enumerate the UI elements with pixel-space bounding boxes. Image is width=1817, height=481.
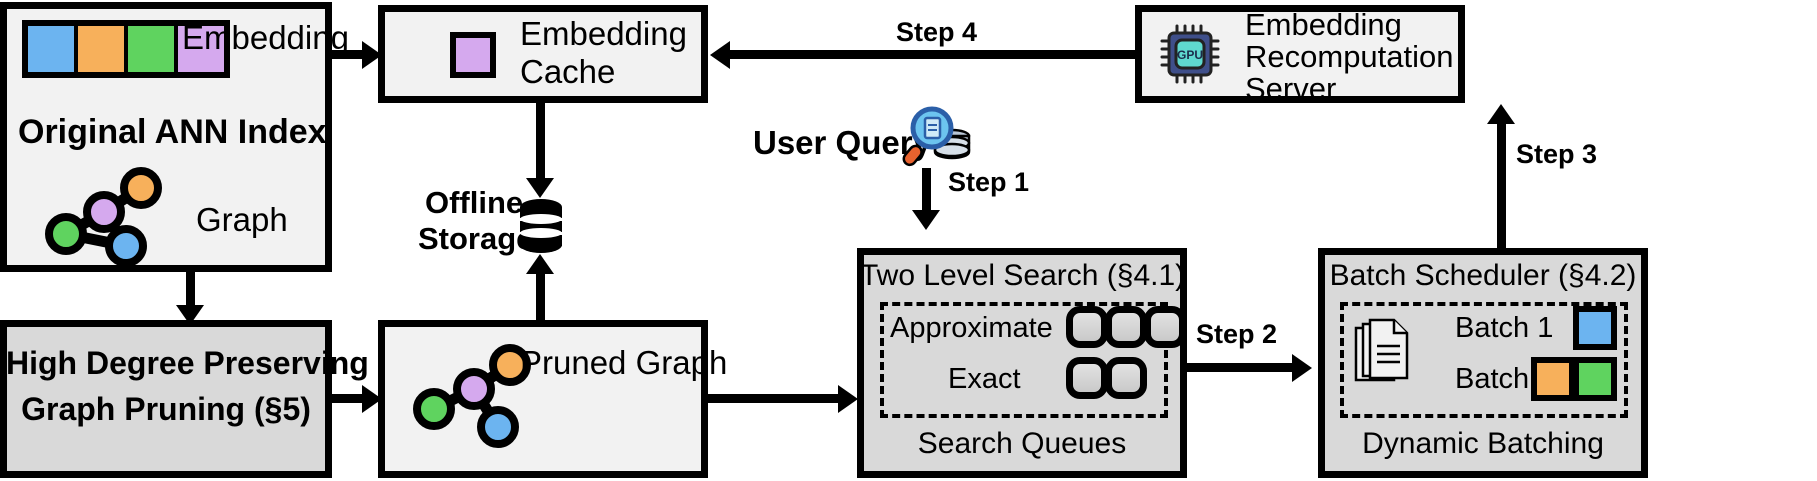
- step-3-label: Step 3: [1516, 139, 1598, 169]
- graph-pruning-box: [0, 320, 332, 478]
- arrow-step4-head: [710, 41, 730, 69]
- batch-2-swatch-orange: [1531, 357, 1575, 401]
- exact-queue-slot-1: [1066, 357, 1108, 399]
- dynamic-batching-footer: Dynamic Batching: [1362, 427, 1604, 460]
- arrow-step1-head: [912, 210, 940, 230]
- two-level-search-box: [857, 248, 1187, 478]
- arrow-step2-head: [1292, 354, 1312, 382]
- arrow-step4-line: [730, 50, 1135, 59]
- embedding-strip: [22, 20, 230, 78]
- arrow-step1-line: [922, 168, 931, 214]
- dynamic-batching-dashed-region: [1340, 302, 1628, 418]
- recomputation-server-title-line3: Server: [1245, 71, 1337, 106]
- arrow-pruning-to-pruned-head: [362, 385, 382, 413]
- graph-pruning-title-line1: High Degree Preserving: [6, 345, 369, 381]
- magnifier-database-icon: [902, 106, 971, 167]
- search-queues-footer: Search Queues: [917, 427, 1127, 460]
- arrow-step2-line: [1187, 363, 1297, 372]
- step-2-label: Step 2: [1196, 319, 1278, 349]
- arrow-pruned-to-search-head: [838, 385, 858, 413]
- embedding-cell-blue: [28, 26, 78, 72]
- svg-text:GPU: GPU: [1177, 48, 1203, 62]
- embedding-label: Embedding: [182, 19, 349, 56]
- embedding-cache-title-line1: Embedding: [520, 15, 687, 52]
- approximate-queue-slot-1: [1066, 306, 1108, 348]
- exact-row-label: Exact: [948, 363, 1021, 395]
- embedding-cache-box: [378, 5, 708, 103]
- embedding-cell-green: [128, 26, 178, 72]
- embedding-cache-title-line2: Cache: [520, 53, 616, 90]
- graph-label: Graph: [196, 201, 288, 238]
- batch-scheduler-title: Batch Scheduler (§4.2): [1329, 259, 1637, 292]
- arrow-pruning-to-pruned-line: [332, 394, 368, 403]
- offline-storage-label-line2: Storage: [418, 221, 534, 256]
- approximate-row-label: Approximate: [890, 312, 1053, 344]
- arrow-pruned-to-search-line2: [708, 394, 840, 403]
- original-ann-index-title: Original ANN Index: [18, 113, 327, 151]
- embedding-cache-swatch: [450, 32, 496, 78]
- search-queues-dashed-region: [880, 302, 1168, 418]
- documents-stack-icon: [1354, 318, 1409, 382]
- step-4-label: Step 4: [896, 17, 978, 47]
- batch-1-label: Batch 1: [1455, 312, 1554, 344]
- step-1-label: Step 1: [948, 167, 1030, 197]
- pruned-graph-label: Pruned Graph: [520, 344, 728, 381]
- database-cylinder-icon: [520, 199, 562, 253]
- recomputation-server-title-line2: Recomputation: [1245, 39, 1454, 74]
- arrow-pruned-to-storage-line: [536, 272, 545, 330]
- two-level-search-title: Two Level Search (§4.1): [860, 259, 1186, 292]
- recomputation-server-title-line1: Embedding: [1245, 7, 1402, 42]
- arrow-index-to-pruning-line: [186, 272, 195, 308]
- approximate-queue-slot-2: [1105, 306, 1147, 348]
- original-graph-icon: [45, 167, 162, 267]
- arrow-pruned-to-storage-head: [526, 254, 554, 274]
- arrow-cache-to-storage-head: [526, 178, 554, 198]
- gpu-chip-icon: GPU: [1160, 24, 1220, 84]
- arrow-index-to-cache-line: [332, 50, 368, 59]
- graph-pruning-title-line2: Graph Pruning (§5): [21, 391, 311, 427]
- arrow-cache-to-storage-line: [536, 103, 545, 181]
- batch-2-swatch-green: [1573, 357, 1617, 401]
- exact-queue-slot-2: [1105, 357, 1147, 399]
- offline-storage-label-line1: Offline: [425, 185, 524, 220]
- pruned-graph-icon: [413, 344, 531, 448]
- embedding-cell-orange: [78, 26, 128, 72]
- arrow-step3-head: [1487, 104, 1515, 124]
- batch-1-swatch-blue: [1573, 306, 1617, 350]
- approximate-queue-slot-3: [1144, 306, 1186, 348]
- arrow-step3-line: [1497, 122, 1506, 248]
- arrow-index-to-cache-head: [362, 41, 382, 69]
- embedding-cell-purple: [178, 26, 224, 72]
